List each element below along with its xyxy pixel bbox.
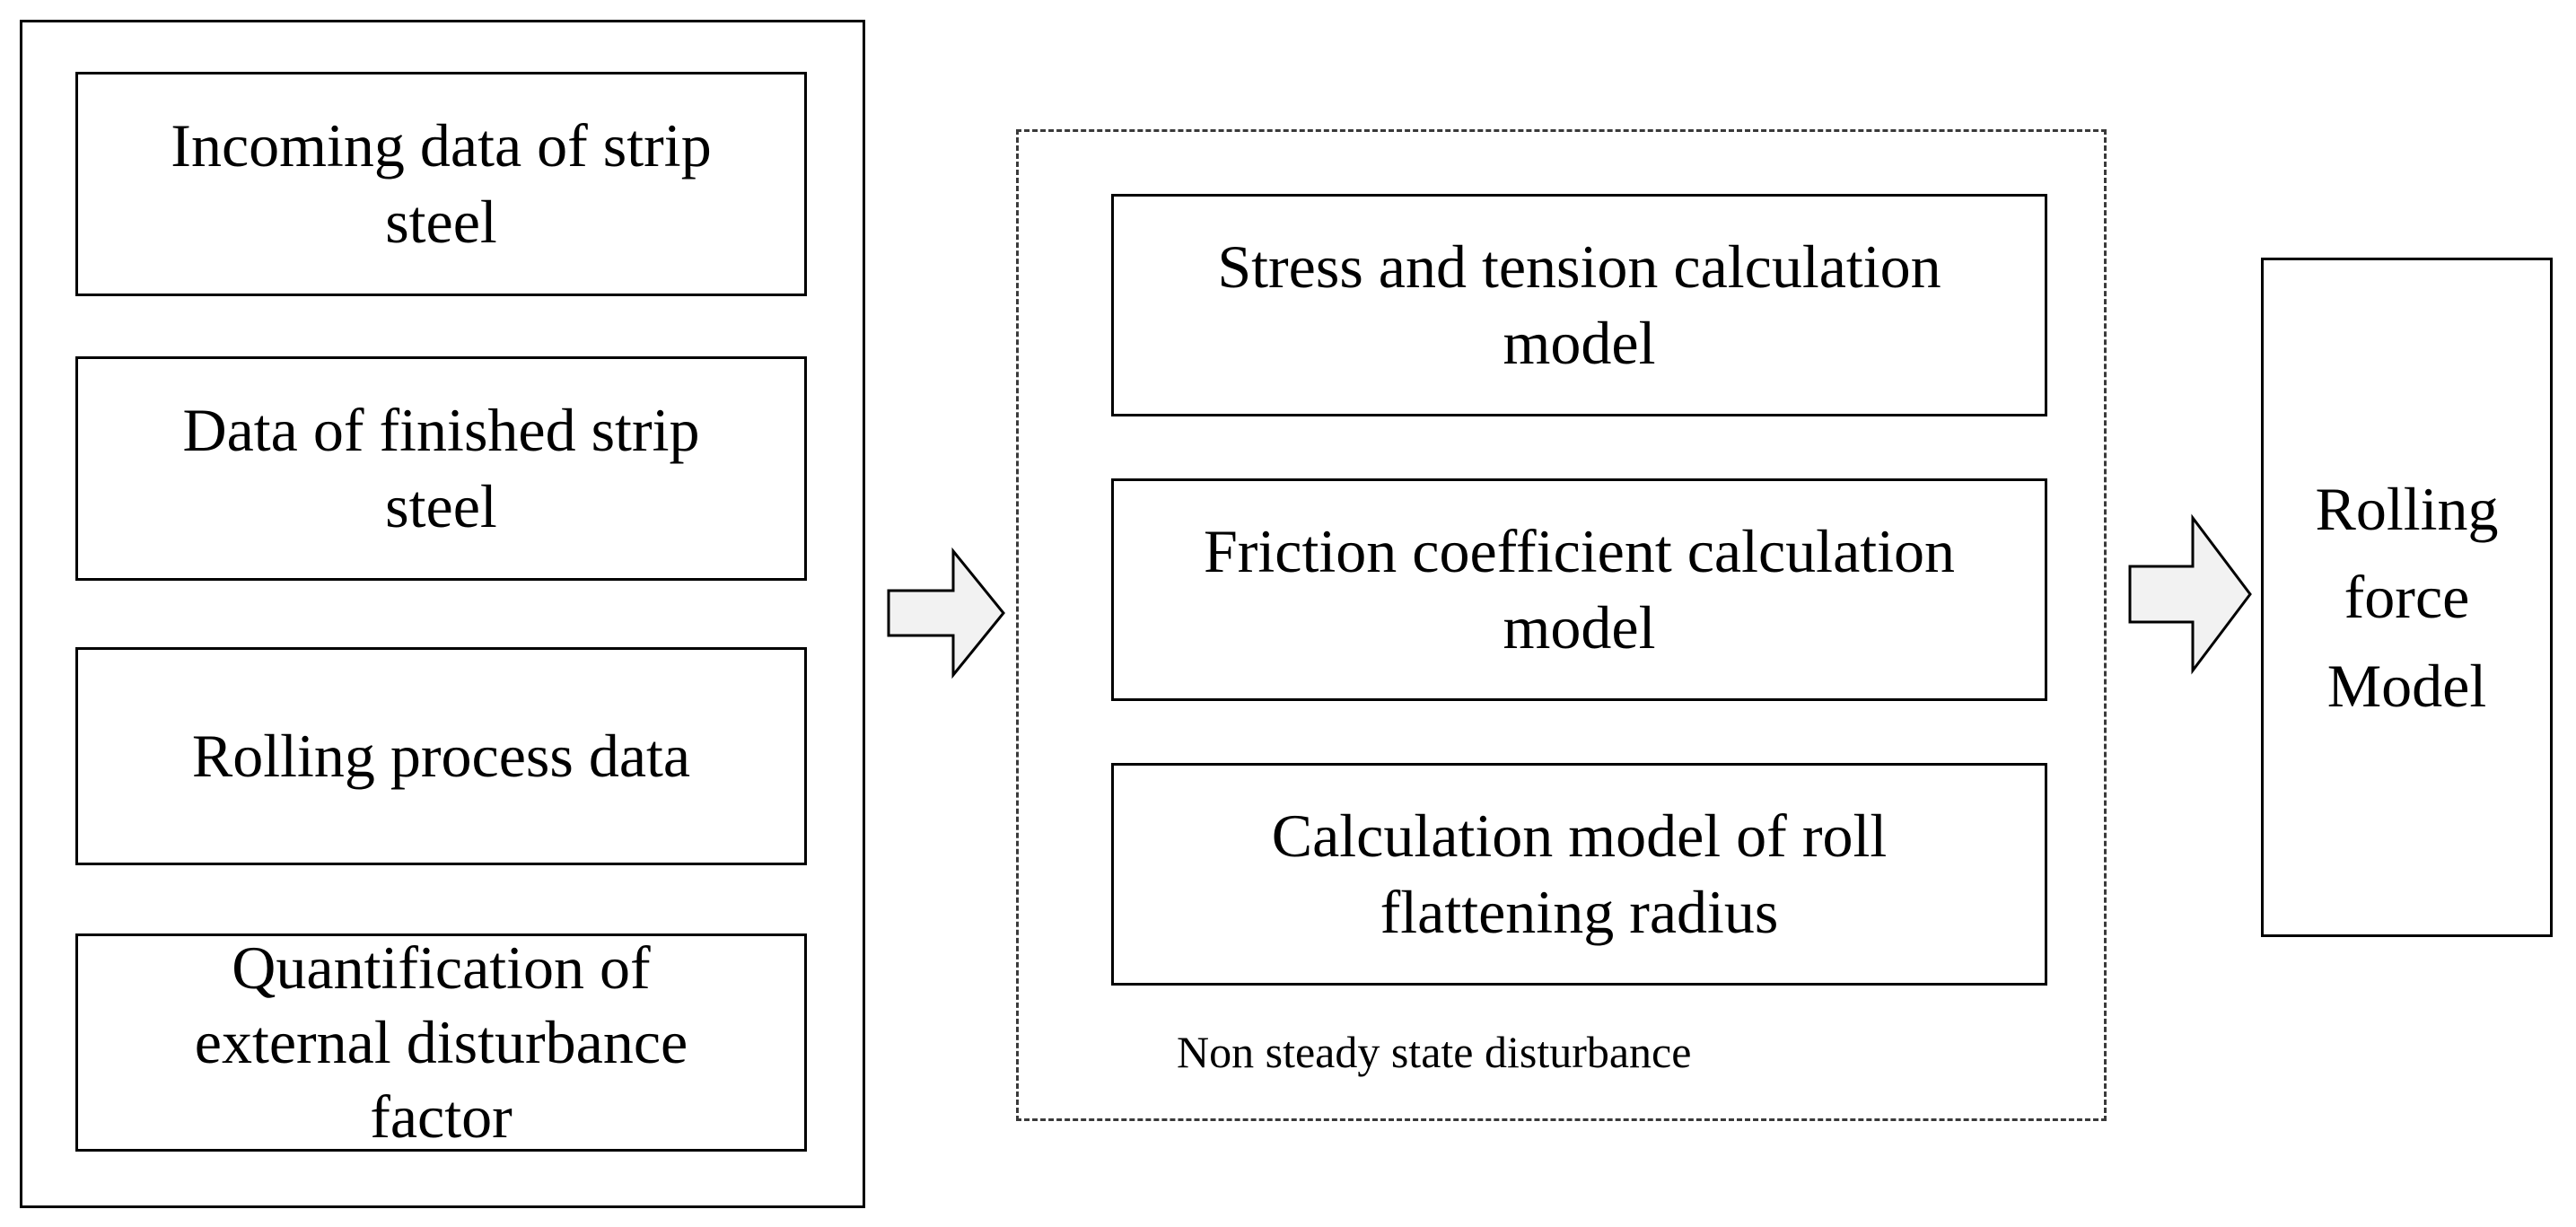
rolling-process-data-label: Rolling process data <box>191 722 691 790</box>
finished-strip-data-box: Data of finished strip steel <box>75 356 807 581</box>
finished-strip-data-label: Data of finished strip steel <box>182 396 700 540</box>
friction-coefficient-model-label: Friction coefficient calculation model <box>1203 517 1956 662</box>
arrow-right-icon <box>887 547 1005 679</box>
incoming-strip-data-label: Incoming data of strip steel <box>171 111 712 256</box>
roll-flattening-model-box: Calculation model of roll flattening rad… <box>1111 763 2047 986</box>
arrow-right-icon <box>2128 513 2252 675</box>
rolling-force-model-label: Rolling force Model <box>2315 474 2499 720</box>
non-steady-disturbance-caption: Non steady state disturbance <box>1177 1027 1692 1077</box>
stress-tension-model-box: Stress and tension calculation model <box>1111 194 2047 416</box>
calculation-models-group <box>1016 129 2107 1121</box>
stress-tension-model-label: Stress and tension calculation model <box>1217 232 1941 377</box>
friction-coefficient-model-box: Friction coefficient calculation model <box>1111 478 2047 701</box>
incoming-strip-data-box: Incoming data of strip steel <box>75 72 807 296</box>
rolling-process-data-box: Rolling process data <box>75 647 807 865</box>
input-data-group <box>20 20 865 1208</box>
rolling-force-model-box: Rolling force Model <box>2261 258 2553 937</box>
roll-flattening-model-label: Calculation model of roll flattening rad… <box>1271 802 1888 946</box>
disturbance-factor-box: Quantification of external disturbance f… <box>75 933 807 1152</box>
disturbance-factor-label: Quantification of external disturbance f… <box>194 933 688 1151</box>
